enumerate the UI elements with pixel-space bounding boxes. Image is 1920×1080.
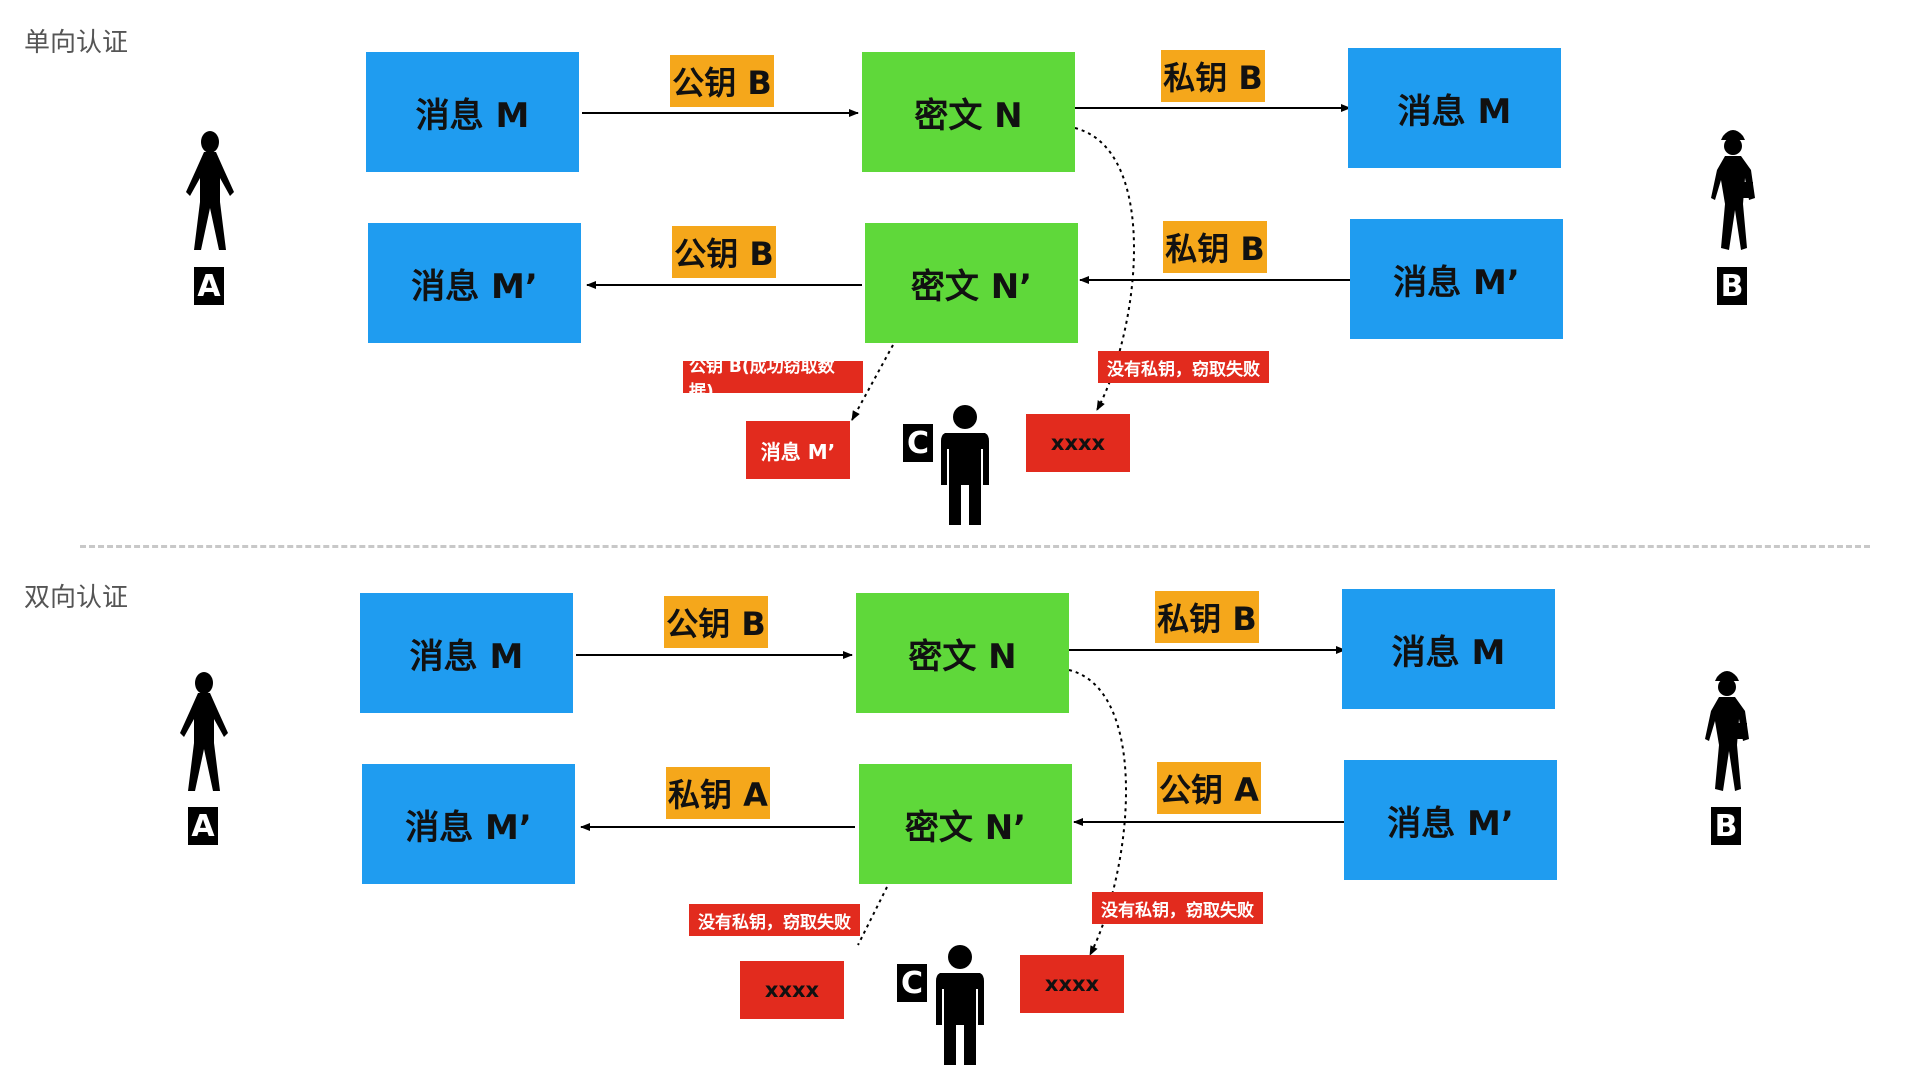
alert-steal-failed-left: 没有私钥，窃取失败 — [689, 904, 860, 936]
public-key-b-label: 公钥 B — [664, 596, 768, 648]
woman-silhouette-icon — [186, 131, 234, 250]
private-key-a-label: 私钥 A — [666, 767, 770, 819]
public-key-a-label: 公钥 A — [1157, 762, 1261, 814]
alert-steal-failed: 没有私钥，窃取失败 — [1098, 351, 1269, 383]
ciphertext-n2-box: 密文 N’ — [865, 223, 1078, 343]
message-m2-box: 消息 M’ — [362, 764, 575, 884]
alert-steal-failed-right: 没有私钥，窃取失败 — [1092, 892, 1263, 924]
message-m2-box: 消息 M’ — [368, 223, 581, 343]
stolen-message-box: 消息 M’ — [746, 421, 850, 479]
public-key-b-label: 公钥 B — [670, 55, 774, 107]
message-m-right-box: 消息 M — [1348, 48, 1561, 168]
dotted-intercept-right-2 — [1068, 669, 1127, 956]
private-key-b-label: 私钥 B — [1155, 591, 1259, 643]
party-b-label: B — [1717, 267, 1747, 305]
section-title-two-way: 双向认证 — [24, 583, 129, 613]
message-m-box: 消息 M — [360, 593, 573, 713]
message-m2-right-box: 消息 M’ — [1344, 760, 1557, 880]
party-c-label: C — [903, 424, 933, 462]
section-divider — [80, 545, 1870, 548]
public-key-b-label-2: 公钥 B — [672, 226, 776, 278]
message-m2-right-box: 消息 M’ — [1350, 219, 1563, 339]
alert-steal-success: 公钥 B(成功窃取数据) — [683, 357, 863, 402]
ciphertext-n2-box: 密文 N’ — [859, 764, 1072, 884]
party-b-label: B — [1711, 807, 1741, 845]
party-a-label: A — [188, 807, 218, 845]
worker-silhouette-icon — [1705, 671, 1749, 791]
dotted-intercept-left-2 — [857, 886, 888, 946]
garbled-data-box: xxxx — [1026, 414, 1130, 472]
party-a-label: A — [194, 267, 224, 305]
dotted-intercept-left — [851, 344, 894, 421]
man-silhouette-icon — [941, 405, 989, 525]
man-silhouette-icon — [936, 945, 984, 1065]
ciphertext-n-box: 密文 N — [862, 52, 1075, 172]
private-key-b-label: 私钥 B — [1161, 50, 1265, 102]
message-m-box: 消息 M — [366, 52, 579, 172]
dotted-intercept-right — [1074, 127, 1135, 411]
worker-silhouette-icon — [1711, 130, 1755, 250]
ciphertext-n-box: 密文 N — [856, 593, 1069, 713]
section-title-one-way: 单向认证 — [24, 28, 129, 58]
message-m-right-box: 消息 M — [1342, 589, 1555, 709]
garbled-data-left-box: xxxx — [740, 961, 844, 1019]
garbled-data-right-box: xxxx — [1020, 955, 1124, 1013]
party-c-label: C — [897, 964, 927, 1002]
woman-silhouette-icon — [180, 672, 228, 791]
private-key-b-label-2: 私钥 B — [1163, 221, 1267, 273]
